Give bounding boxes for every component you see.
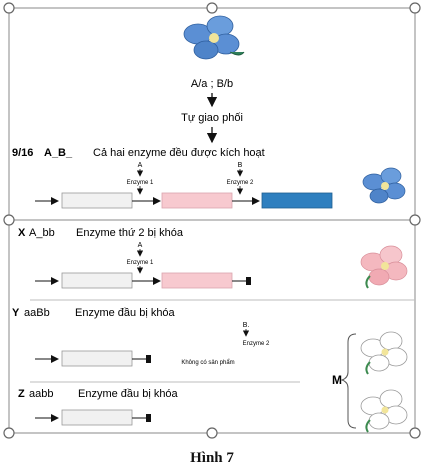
- handle-middle-left[interactable]: [3, 214, 15, 226]
- row4-block-stop: [146, 414, 151, 422]
- white-flower-icon: [360, 331, 408, 375]
- row1-substrate-box: [61, 192, 133, 209]
- row3-genotype: aaBb: [24, 307, 50, 319]
- row2-block-stop: [246, 277, 251, 285]
- white-flower-icon: [360, 389, 408, 433]
- parent-genotype: A/a ; B/b: [191, 78, 233, 90]
- row4-prefix: Z: [18, 388, 25, 400]
- handle-bottom-center[interactable]: [206, 427, 218, 439]
- row1-product-box: [261, 192, 333, 209]
- row4-genotype: aabb: [29, 388, 53, 400]
- group-bracket: [340, 333, 357, 429]
- row2-intermediate-box: [161, 272, 233, 289]
- row4-description: Enzyme đầu bị khóa: [78, 388, 179, 400]
- pink-flower-icon: [360, 245, 408, 289]
- row1-ratio: 9/16: [12, 147, 33, 159]
- row3-prefix: Y: [12, 307, 20, 319]
- row1-label-A: A: [138, 162, 143, 169]
- row2-enzyme1: Enzyme 1: [127, 260, 154, 266]
- row2-substrate-box: [61, 272, 133, 289]
- row1-description: Cả hai enzyme đều được kích hoạt: [93, 147, 265, 159]
- row3-block-stop: [146, 355, 151, 363]
- handle-middle-right[interactable]: [409, 214, 421, 226]
- row3-description: Enzyme đầu bị khóa: [75, 307, 176, 319]
- figure-caption: Hình 7: [190, 450, 234, 466]
- row3-label-B: B.: [243, 322, 250, 329]
- row3-substrate-box: [61, 350, 133, 367]
- row1-intermediate-box: [161, 192, 233, 209]
- blue-flower-icon: [183, 15, 245, 60]
- row4-substrate-box: [61, 409, 133, 426]
- cross-label: Tự giao phối: [181, 112, 243, 124]
- selection-handles[interactable]: [3, 2, 421, 439]
- row2-genotype: A_bb: [29, 227, 55, 239]
- row1-enzyme2: Enzyme 2: [227, 180, 254, 186]
- row1-label-B: B: [238, 162, 243, 169]
- group-label-M: M: [332, 373, 342, 387]
- handle-bottom-right[interactable]: [409, 427, 421, 439]
- row1-genotype: A_B_: [44, 147, 73, 159]
- row2-prefix: X: [18, 227, 26, 239]
- handle-top-left[interactable]: [3, 2, 15, 14]
- row1-enzyme1: Enzyme 1: [127, 180, 154, 186]
- handle-top-center[interactable]: [206, 2, 218, 14]
- row2-label-A: A: [138, 242, 143, 249]
- row2-description: Enzyme thứ 2 bị khóa: [76, 227, 184, 239]
- row3-enzyme2: Enzyme 2: [243, 341, 270, 347]
- blue-flower-icon: [362, 167, 406, 204]
- handle-bottom-left[interactable]: [3, 427, 15, 439]
- row3-no-product: Không có sản phẩm: [181, 359, 234, 366]
- handle-top-right[interactable]: [409, 2, 421, 14]
